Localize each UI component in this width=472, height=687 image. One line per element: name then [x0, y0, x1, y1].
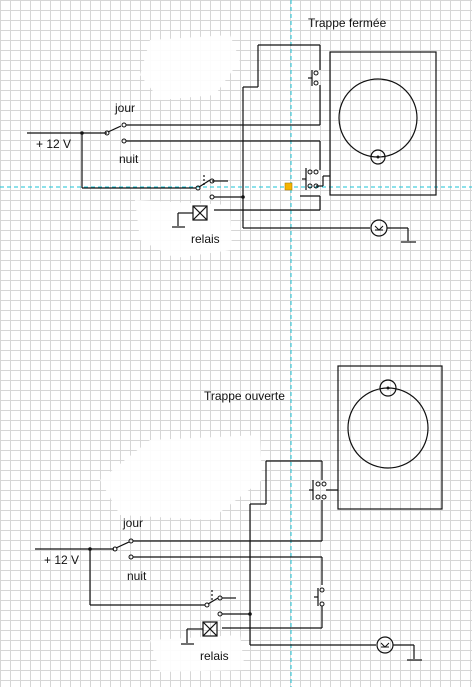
- bottom-relay-coil: [181, 621, 218, 645]
- top-relay-contact: [195, 175, 320, 211]
- erased-areas: [100, 35, 262, 672]
- bottom-limit-switch-lower: [222, 587, 325, 629]
- top-relay-coil: [172, 205, 208, 228]
- top-title: Trappe fermée: [308, 16, 387, 30]
- top-limit-switch-lower: [300, 168, 330, 210]
- bottom-day-label: jour: [122, 516, 143, 530]
- top-day-label: jour: [114, 101, 135, 115]
- top-supply-label: + 12 V: [36, 137, 71, 151]
- top-motor: [243, 219, 416, 243]
- top-day-night-switch: [121, 122, 320, 144]
- selection-marker: [284, 182, 293, 191]
- bottom-circuit: Trappe ouverte + 12 V jour nuit relais: [35, 365, 443, 663]
- bottom-door: [337, 365, 443, 510]
- top-relay-label: relais: [191, 232, 220, 246]
- top-upper-wiring: [242, 44, 321, 228]
- bottom-motor: [250, 636, 422, 661]
- bottom-limit-switch-upper: [309, 480, 338, 500]
- bottom-supply-label: + 12 V: [44, 553, 79, 567]
- top-circuit: Trappe fermée + 12 V jour nuit relais: [27, 16, 437, 246]
- bottom-relay-label: relais: [200, 649, 229, 663]
- bottom-supply-wiring: [35, 541, 205, 606]
- bottom-relay-contact: [204, 590, 252, 617]
- top-door: [329, 51, 437, 196]
- top-limit-switch-upper: [308, 70, 319, 86]
- top-supply-wiring: [27, 125, 196, 189]
- bottom-night-label: nuit: [127, 569, 147, 583]
- top-night-label: nuit: [119, 152, 139, 166]
- bottom-upper-wiring: [249, 460, 323, 645]
- bottom-day-night-switch: [128, 538, 322, 560]
- bottom-title: Trappe ouverte: [204, 389, 285, 403]
